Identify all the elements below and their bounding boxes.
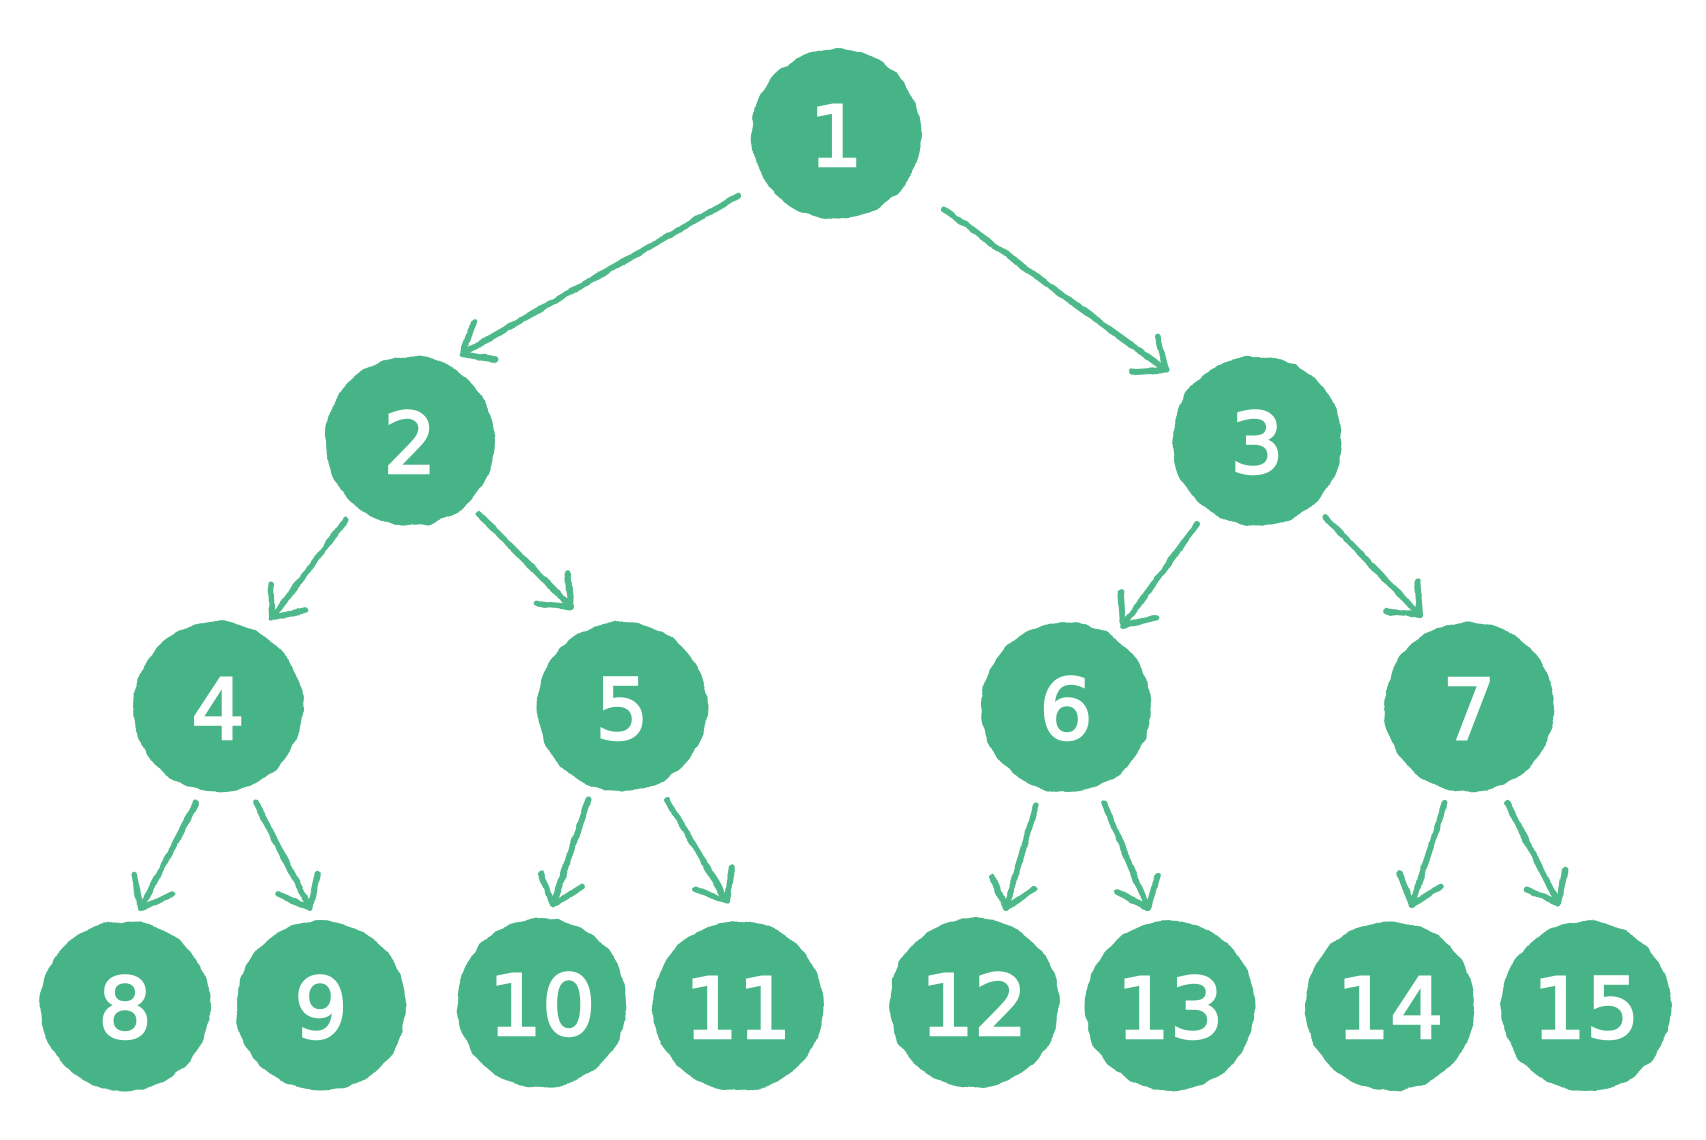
edge-arrow	[476, 511, 574, 610]
node-circle	[1501, 921, 1671, 1091]
tree-node: 8	[40, 921, 210, 1091]
node-label: 14	[1337, 960, 1444, 1058]
arrowhead	[1383, 578, 1423, 618]
arrowhead	[1396, 870, 1444, 908]
node-circle	[1384, 622, 1554, 792]
arrow-shaft	[459, 193, 741, 357]
node-label: 9	[294, 960, 347, 1058]
tree-node: 4	[133, 622, 303, 792]
node-label: 10	[489, 957, 596, 1055]
arrowhead	[131, 871, 176, 911]
node-circle	[889, 918, 1059, 1088]
node-label: 4	[191, 661, 244, 759]
arrowhead	[1523, 866, 1569, 906]
edge-arrow	[459, 193, 741, 363]
tree-node: 12	[889, 918, 1059, 1088]
arrowhead	[459, 319, 499, 363]
edge-arrow	[267, 517, 349, 621]
node-circle	[325, 356, 495, 526]
node-label: 11	[685, 960, 792, 1058]
node-circle	[653, 921, 823, 1091]
arrow-shaft	[253, 800, 313, 911]
node-circle	[1305, 921, 1475, 1091]
node-label: 6	[1039, 661, 1092, 759]
arrow-shaft	[1504, 800, 1561, 906]
edge-arrow	[131, 800, 199, 911]
tree-node: 3	[1172, 356, 1342, 526]
node-circle	[457, 918, 627, 1088]
arrow-shaft	[269, 517, 349, 621]
tree-node: 2	[325, 356, 495, 526]
arrowhead	[275, 871, 321, 911]
tree-node: 7	[1384, 622, 1554, 792]
edge-arrow	[941, 206, 1169, 376]
node-circle	[133, 622, 303, 792]
node-label: 7	[1442, 661, 1495, 759]
edge-arrow	[1396, 800, 1448, 908]
arrow-shaft	[1003, 802, 1039, 911]
node-circle	[751, 49, 921, 219]
node-circle	[981, 622, 1151, 792]
arrowhead	[267, 581, 309, 621]
node-label: 12	[921, 957, 1028, 1055]
edge-arrow	[537, 797, 591, 908]
arrowhead	[537, 870, 585, 908]
arrowhead	[534, 570, 574, 610]
node-label: 5	[595, 661, 648, 759]
node-label: 8	[98, 960, 151, 1058]
tree-node: 13	[1085, 921, 1255, 1091]
tree-node: 14	[1305, 921, 1475, 1091]
tree-node: 5	[537, 622, 707, 792]
arrowhead	[1129, 334, 1169, 376]
tree-node: 15	[1501, 921, 1671, 1091]
node-circle	[236, 921, 406, 1091]
edge-arrow	[1504, 800, 1569, 906]
edge-arrow	[664, 797, 736, 904]
tree-node: 9	[236, 921, 406, 1091]
tree-node: 11	[653, 921, 823, 1091]
edges-layer	[131, 193, 1569, 911]
edge-arrow	[253, 800, 321, 911]
tree-node: 6	[981, 622, 1151, 792]
edge-arrow	[1101, 800, 1161, 911]
arrowhead	[1117, 589, 1159, 629]
node-circle	[537, 622, 707, 792]
arrowhead	[692, 864, 736, 904]
arrow-shaft	[550, 797, 591, 908]
edge-arrow	[1117, 521, 1200, 629]
arrow-shaft	[1322, 514, 1423, 618]
edge-arrow	[1322, 514, 1423, 618]
arrow-shaft	[664, 797, 730, 904]
tree-node: 10	[457, 918, 627, 1088]
edge-arrow	[989, 802, 1039, 911]
node-label: 3	[1230, 395, 1283, 493]
node-label: 1	[809, 88, 862, 186]
arrow-shaft	[138, 800, 199, 911]
arrow-shaft	[1120, 521, 1200, 629]
node-circle	[1172, 356, 1342, 526]
tree-node: 1	[751, 49, 921, 219]
arrow-shaft	[1409, 800, 1448, 908]
arrowhead	[989, 873, 1038, 911]
node-label: 2	[383, 395, 436, 493]
node-label: 15	[1533, 960, 1640, 1058]
arrow-shaft	[1101, 800, 1151, 911]
arrow-shaft	[941, 206, 1169, 373]
arrow-shaft	[476, 511, 574, 610]
node-circle	[1085, 921, 1255, 1091]
arrowhead	[1114, 872, 1161, 911]
node-circle	[40, 921, 210, 1091]
node-label: 13	[1117, 960, 1224, 1058]
